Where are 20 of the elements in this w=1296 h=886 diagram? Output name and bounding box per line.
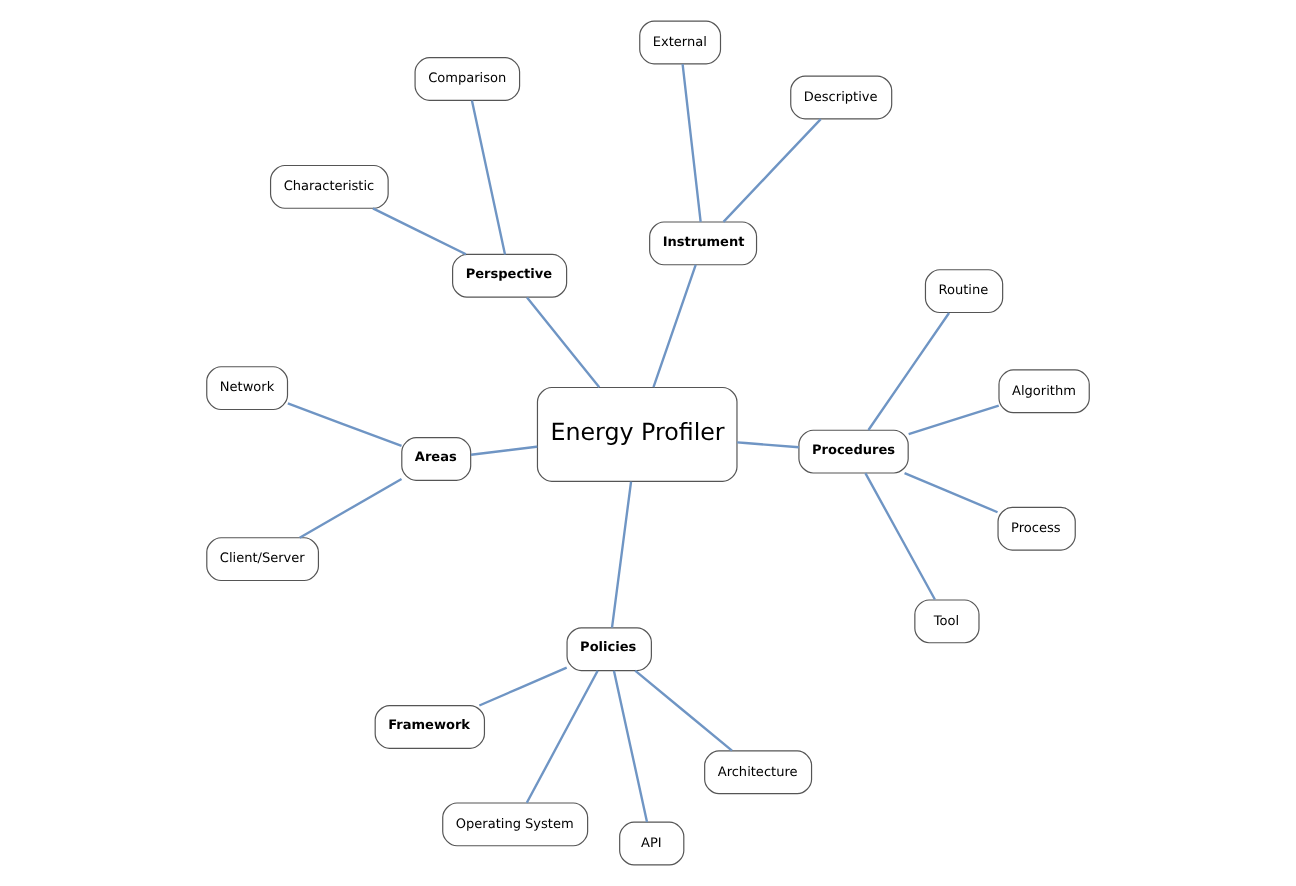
connector — [908, 404, 1000, 436]
connector — [904, 471, 998, 514]
connector — [526, 296, 601, 389]
connector — [525, 670, 599, 804]
connector — [470, 445, 538, 456]
connector — [610, 481, 633, 628]
connector — [864, 472, 936, 601]
connector — [470, 100, 507, 255]
connector — [478, 666, 568, 707]
connector — [287, 402, 402, 448]
connector — [722, 118, 822, 223]
connector — [299, 477, 403, 539]
connector — [681, 63, 702, 223]
connector — [867, 312, 950, 431]
connector — [737, 441, 799, 449]
connector — [652, 264, 697, 388]
connector — [612, 670, 649, 823]
node-box: Energy Profiler — [536, 386, 738, 482]
connector — [634, 669, 733, 752]
connector — [372, 207, 467, 256]
